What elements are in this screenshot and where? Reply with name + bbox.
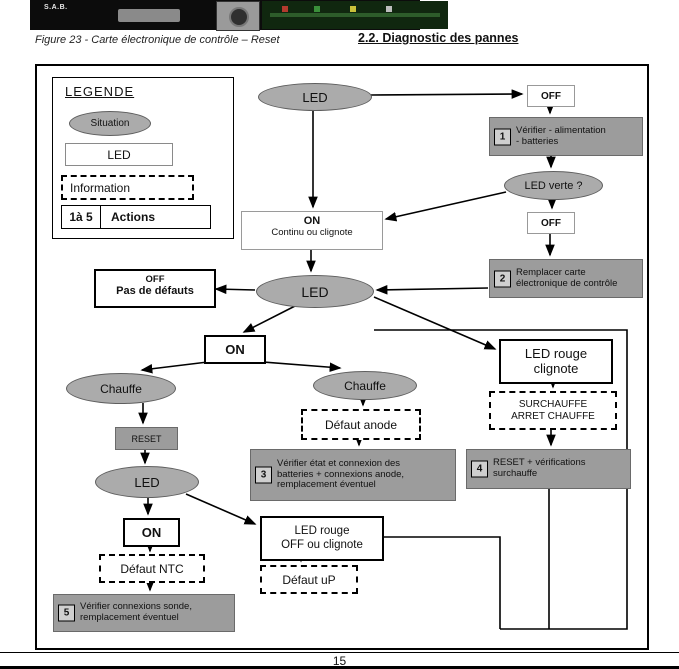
node-led-mid: LED <box>256 275 374 308</box>
node-on-2: ON <box>123 518 180 547</box>
node-led-rouge-clignote: LED rouge clignote <box>499 339 613 384</box>
action-2-text: Remplacer carte électronique de contrôle <box>516 266 618 289</box>
chip-component <box>118 9 180 22</box>
footer-rule-bottom <box>0 666 679 669</box>
node-off-mid: OFF <box>527 212 575 234</box>
node-led-verte: LED verte ? <box>504 171 603 200</box>
legend-actions-label: Actions <box>111 210 156 224</box>
node-off-top: OFF <box>527 85 575 107</box>
node-chauffe-left: Chauffe <box>66 373 176 404</box>
action-5-text: Vérifier connexions sonde, remplacement … <box>80 601 192 623</box>
action-1-number: 1 <box>494 128 511 145</box>
legend-actions-range: 1à 5 <box>62 206 101 228</box>
node-off-pas-subtitle: Pas de défauts <box>116 285 194 297</box>
action-1: 1 Vérifier - alimentation - batteries <box>489 117 643 156</box>
node-on-continu-subtitle: Continu ou clignote <box>271 227 353 238</box>
node-defaut-ntc: Défaut NTC <box>99 554 205 583</box>
action-2-number: 2 <box>494 270 511 287</box>
action-5: 5 Vérifier connexions sonde, remplacemen… <box>53 594 235 632</box>
node-on-continu: ON Continu ou clignote <box>241 211 383 250</box>
node-surchauffe: SURCHAUFFE ARRET CHAUFFE <box>489 391 617 430</box>
pcb-component-dot <box>314 6 320 12</box>
photo-brand-label: S.A.B. <box>44 4 68 11</box>
node-led-left: LED <box>95 466 199 498</box>
pcb-component-dot <box>282 6 288 12</box>
node-defaut-anode: Défaut anode <box>301 409 421 440</box>
page-number: 15 <box>332 654 347 668</box>
reset-button-knob <box>229 7 249 27</box>
legend-box: LEGENDE Situation LED Information 1à 5 A… <box>52 77 234 239</box>
pcb-photo <box>262 1 448 29</box>
legend-actions-box: 1à 5 Actions <box>61 205 211 229</box>
pcb-component-dot <box>386 6 392 12</box>
node-on-continu-title: ON <box>303 215 321 227</box>
footer-rule-top <box>0 652 679 653</box>
reset-button-photo <box>216 1 260 31</box>
legend-information-box: Information <box>61 175 194 200</box>
node-chauffe-mid: Chauffe <box>313 371 417 400</box>
legend-situation-ellipse: Situation <box>69 111 151 136</box>
node-on-1: ON <box>204 335 266 364</box>
node-led-rouge-off: LED rouge OFF ou clignote <box>260 516 384 561</box>
action-3-number: 3 <box>255 466 272 484</box>
circuit-board-photo: S.A.B. <box>30 0 448 31</box>
action-2: 2 Remplacer carte électronique de contrô… <box>489 259 643 298</box>
action-3: 3 Vérifier état et connexion des batteri… <box>250 449 456 501</box>
pcb-trace <box>270 13 440 17</box>
node-led-top: LED <box>258 83 372 111</box>
action-5-number: 5 <box>58 604 75 622</box>
action-4: 4 RESET + vérifications surchauffe <box>466 449 631 489</box>
node-off-pas-title: OFF <box>145 274 165 285</box>
node-reset: RESET <box>115 427 178 450</box>
section-title: 2.2. Diagnostic des pannes <box>358 31 519 45</box>
action-1-text: Vérifier - alimentation - batteries <box>516 124 606 147</box>
node-off-pas-de-defauts: OFF Pas de défauts <box>94 269 216 308</box>
action-4-number: 4 <box>471 460 488 478</box>
legend-title: LEGENDE <box>65 84 135 99</box>
legend-led-box: LED <box>65 143 173 166</box>
action-4-text: RESET + vérifications surchauffe <box>493 457 586 479</box>
figure-caption: Figure 23 - Carte électronique de contrô… <box>35 34 280 46</box>
action-3-text: Vérifier état et connexion des batteries… <box>277 457 405 491</box>
node-defaut-up: Défaut uP <box>260 565 358 594</box>
pcb-component-dot <box>350 6 356 12</box>
